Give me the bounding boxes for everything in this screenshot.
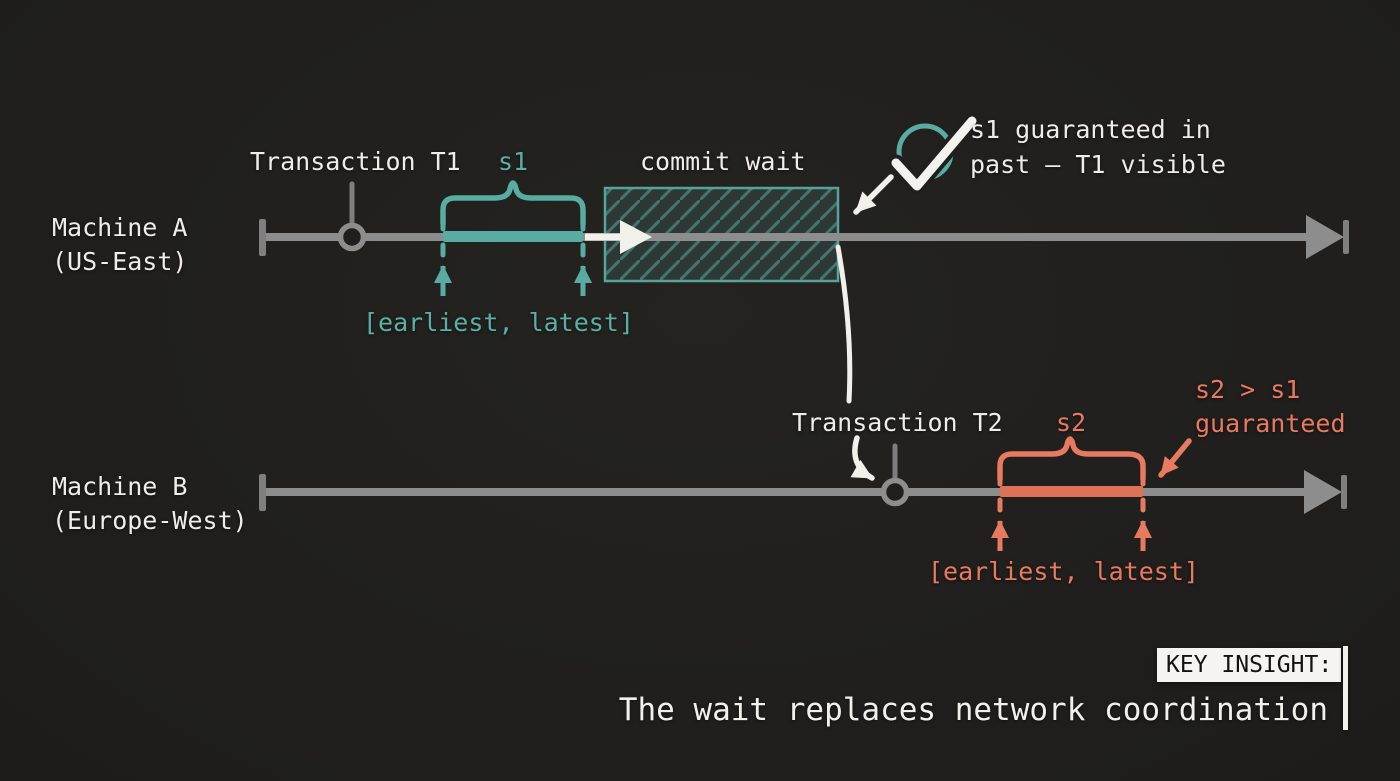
- guarantee-a-line2: past — T1 visible: [970, 150, 1226, 179]
- s2-interval-bar: [1000, 486, 1143, 497]
- guarantee-b-line1: s2 > s1: [1195, 375, 1301, 404]
- timeline-a-end-cap: [1343, 220, 1349, 254]
- commit-arrow-head-icon: [620, 220, 652, 254]
- machine-b-region: (Europe-West): [52, 506, 248, 535]
- guarantee-a-line1: s1 guaranteed in: [970, 115, 1211, 144]
- propagation-curve: [835, 244, 853, 404]
- key-insight-text: The wait replaces network coordination: [618, 692, 1328, 728]
- commit-arrow: [585, 220, 652, 254]
- commit-wait-label: commit wait: [640, 147, 806, 176]
- machine-b-name: Machine B: [52, 472, 188, 501]
- guarantee-a-arrow-icon: [853, 174, 894, 215]
- machine-b-label: Machine B (Europe-West): [52, 470, 248, 538]
- timeline-b-arrowhead-icon: [1304, 470, 1342, 514]
- guarantee-b-arrow-icon: [1158, 438, 1192, 478]
- machine-a-label: Machine A (US-East): [52, 211, 187, 279]
- insight-rule: [1343, 646, 1348, 730]
- s1-range-label: [earliest, latest]: [363, 308, 634, 337]
- timeline-a: [259, 181, 1349, 259]
- t2-pointer-arrow-icon: [850, 435, 875, 481]
- s2-brace: [997, 436, 1146, 482]
- machine-a-name: Machine A: [52, 213, 188, 242]
- timeline-a-line: [262, 233, 1308, 241]
- transaction-t2-label: Transaction T2: [792, 408, 1003, 437]
- timeline-a-arrowhead-icon: [1306, 215, 1344, 259]
- check-circle-icon: [887, 112, 981, 195]
- s1-interval-bar: [443, 231, 583, 242]
- guarantee-b-note: s2 > s1 guaranteed: [1195, 373, 1346, 441]
- timeline-b-end-cap: [1341, 475, 1347, 509]
- key-insight-badge: KEY INSIGHT:: [1157, 648, 1342, 682]
- s1-label: s1: [498, 147, 529, 176]
- s1-brace: [440, 180, 586, 227]
- timeline-b: [259, 443, 1347, 514]
- guarantee-b-line2: guaranteed: [1195, 409, 1346, 438]
- timeline-a-start-cap: [259, 219, 266, 256]
- transaction-t1-label: Transaction T1: [250, 147, 461, 176]
- timeline-b-line: [262, 488, 1306, 496]
- commit-arrow-shaft: [585, 233, 623, 241]
- s2-label: s2: [1056, 408, 1087, 437]
- t1-marker-icon: [337, 222, 367, 252]
- t2-marker-icon: [880, 477, 910, 507]
- s1-interval: [434, 180, 592, 296]
- s2-interval: [991, 436, 1152, 551]
- timeline-b-start-cap: [259, 474, 266, 511]
- guarantee-a-note: s1 guaranteed in past — T1 visible: [970, 112, 1226, 182]
- s2-range-label: [earliest, latest]: [928, 557, 1199, 586]
- machine-a-region: (US-East): [52, 247, 188, 276]
